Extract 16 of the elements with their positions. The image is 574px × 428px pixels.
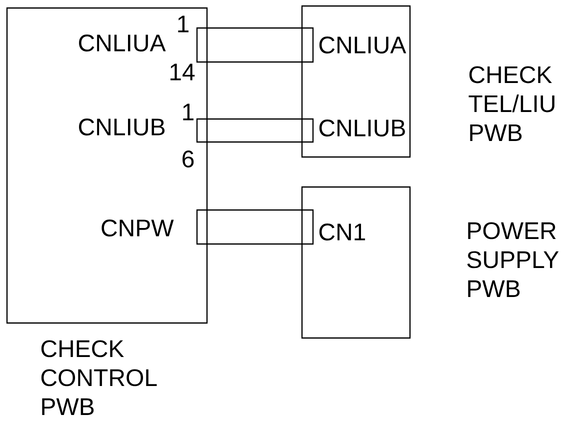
node-label: POWER SUPPLY PWB (467, 222, 559, 297)
cable-box (196, 27, 314, 63)
pin-number: 6 (182, 150, 194, 168)
cable-box (196, 209, 314, 245)
cable-box (196, 118, 314, 143)
pin-number: 1 (183, 104, 194, 120)
connector-name: CNPW (102, 220, 174, 236)
connector-name: CNLIUA (319, 36, 406, 54)
node-label: CHECK CONTROL PWB (41, 340, 157, 415)
connector-name: CNLIUB (319, 120, 405, 136)
connector-name: CN1 (319, 224, 366, 240)
pin-number: 14 (170, 64, 195, 80)
node-label: CHECK TEL/LIU PWB (468, 66, 554, 141)
pin-number: 1 (178, 16, 188, 32)
connector-name: CNLIUB (79, 118, 165, 136)
connector-name: CNLIUA (79, 34, 166, 52)
